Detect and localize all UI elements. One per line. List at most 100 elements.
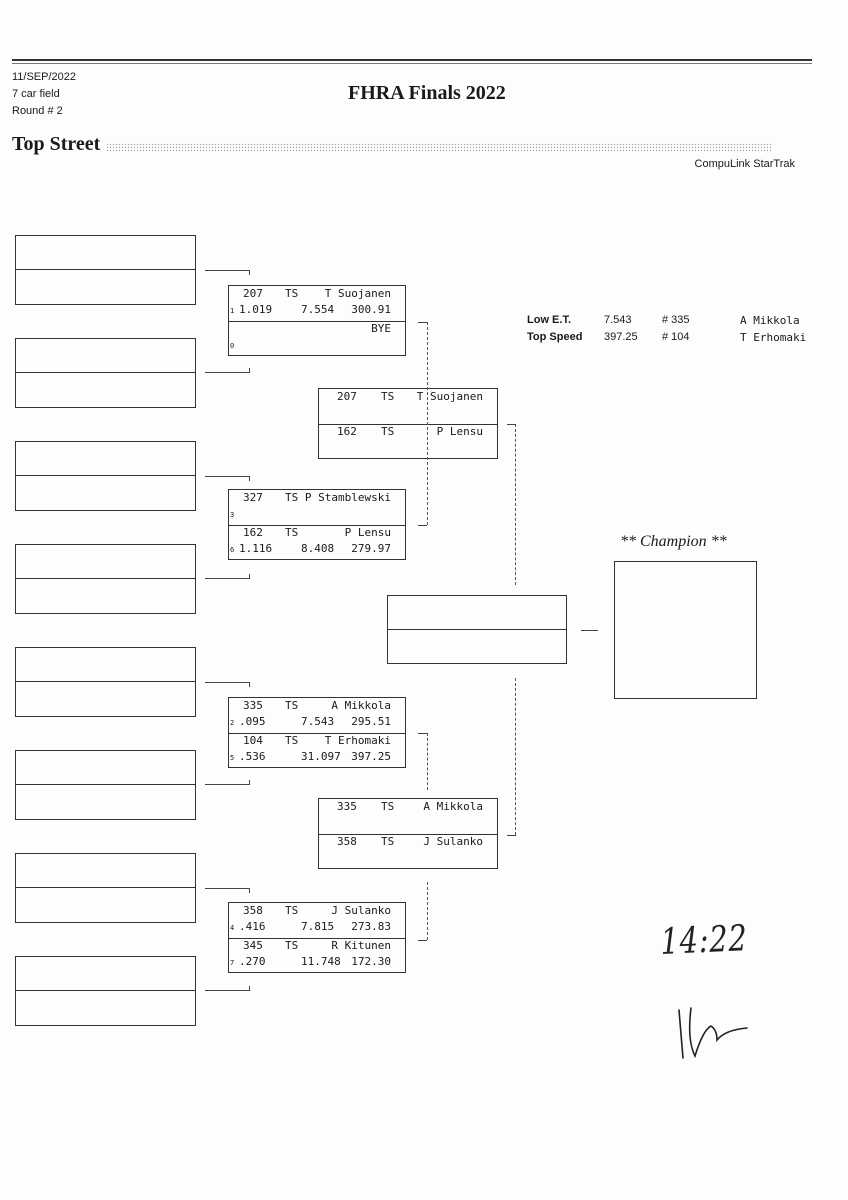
- slot-divider: [16, 578, 195, 579]
- elapsed-time: 7.815: [301, 920, 335, 933]
- entry-slot-box: [15, 544, 196, 614]
- car-number: 335: [243, 699, 263, 712]
- slot-connector-tick: [249, 682, 250, 687]
- slot-connector-tick: [249, 476, 250, 481]
- low-et-car: # 335: [662, 314, 690, 326]
- entry-slot-box: [15, 338, 196, 408]
- final-connector: [581, 630, 598, 631]
- bracket-connector: [427, 733, 428, 790]
- bracket-connector-tick: [507, 835, 516, 836]
- top-speed-value: 397.25: [604, 331, 638, 343]
- bracket-connector-tick: [418, 322, 427, 323]
- top-speed-label: Top Speed: [527, 331, 583, 343]
- reaction-time: .416: [239, 920, 266, 933]
- bracket-connector-tick: [418, 940, 427, 941]
- racer-line2: 6 1.116 8.408 279.97: [229, 542, 405, 558]
- slot-connector: [205, 372, 250, 373]
- software-name: CompuLink StarTrak: [694, 158, 795, 170]
- speed-mph: 295.51: [351, 715, 391, 728]
- class-code: TS: [285, 904, 299, 917]
- top-rule-thin: [12, 63, 812, 64]
- top-speed-driver: T Erhomaki: [740, 331, 807, 344]
- slot-connector: [205, 784, 250, 785]
- slot-connector-tick: [249, 574, 250, 579]
- bracket-connector: [427, 322, 428, 525]
- page-title: FHRA Finals 2022: [348, 82, 506, 104]
- elapsed-time: 8.408: [301, 542, 335, 555]
- reaction-time: 1.116: [239, 542, 273, 555]
- driver-name: A Mikkola: [423, 800, 483, 813]
- driver-name: J Sulanko: [331, 904, 391, 917]
- racer-line: 358 TS J Sulanko: [319, 835, 497, 851]
- elapsed-time: 7.554: [301, 303, 335, 316]
- seed-number: 5: [230, 754, 235, 762]
- slot-divider: [16, 681, 195, 682]
- match-divider: [229, 938, 405, 939]
- reaction-time: .270: [239, 955, 266, 968]
- top-speed-car: # 104: [662, 331, 690, 343]
- champion-box: [614, 561, 757, 699]
- car-number: 162: [243, 526, 263, 539]
- speed-mph: 279.97: [351, 542, 391, 555]
- class-code: TS: [381, 800, 395, 813]
- driver-name: J Sulanko: [423, 835, 483, 848]
- car-number: 358: [337, 835, 357, 848]
- racer-line2: 0: [229, 338, 405, 354]
- seed-number: 3: [230, 511, 235, 519]
- class-code: TS: [381, 425, 395, 438]
- speed-mph: 397.25: [351, 750, 391, 763]
- elapsed-time: 7.543: [301, 715, 335, 728]
- racer-line2: 2 .095 7.543 295.51: [229, 715, 405, 731]
- round-number: Round # 2: [12, 105, 63, 117]
- car-number: 207: [337, 390, 357, 403]
- entry-slot-box: [15, 750, 196, 820]
- entry-slot-box: [15, 235, 196, 305]
- slot-connector: [205, 888, 250, 889]
- top-rule: [12, 59, 812, 61]
- class-code: TS: [381, 835, 395, 848]
- speed-mph: 273.83: [351, 920, 391, 933]
- slot-connector: [205, 270, 250, 271]
- low-et-label: Low E.T.: [527, 314, 571, 326]
- entry-slot-box: [15, 853, 196, 923]
- match-divider: [229, 733, 405, 734]
- slot-divider: [16, 784, 195, 785]
- slot-divider: [16, 269, 195, 270]
- seed-number: 4: [230, 924, 235, 932]
- entry-slot-box: [15, 956, 196, 1026]
- driver-name: BYE: [371, 322, 391, 335]
- seed-number: 2: [230, 719, 235, 727]
- entry-slot-box: [15, 647, 196, 717]
- slot-connector-tick: [249, 368, 250, 373]
- low-et-value: 7.543: [604, 314, 632, 326]
- bracket-connector-tick: [418, 525, 427, 526]
- class-code: TS: [285, 491, 299, 504]
- speed-mph: 172.30: [351, 955, 391, 968]
- driver-name: A Mikkola: [331, 699, 391, 712]
- low-et-driver: A Mikkola: [740, 314, 800, 327]
- class-code: TS: [285, 526, 299, 539]
- reaction-time: .095: [239, 715, 266, 728]
- slot-connector-tick: [249, 986, 250, 991]
- driver-name: P Lensu: [344, 526, 391, 539]
- seed-number: 6: [230, 546, 235, 554]
- handwritten-time: 14:22: [660, 918, 749, 963]
- slot-connector-tick: [249, 270, 250, 275]
- match-divider: [319, 424, 497, 425]
- seed-number: 7: [230, 959, 235, 967]
- slot-divider: [16, 887, 195, 888]
- class-code: TS: [285, 939, 299, 952]
- bracket-connector: [515, 678, 516, 835]
